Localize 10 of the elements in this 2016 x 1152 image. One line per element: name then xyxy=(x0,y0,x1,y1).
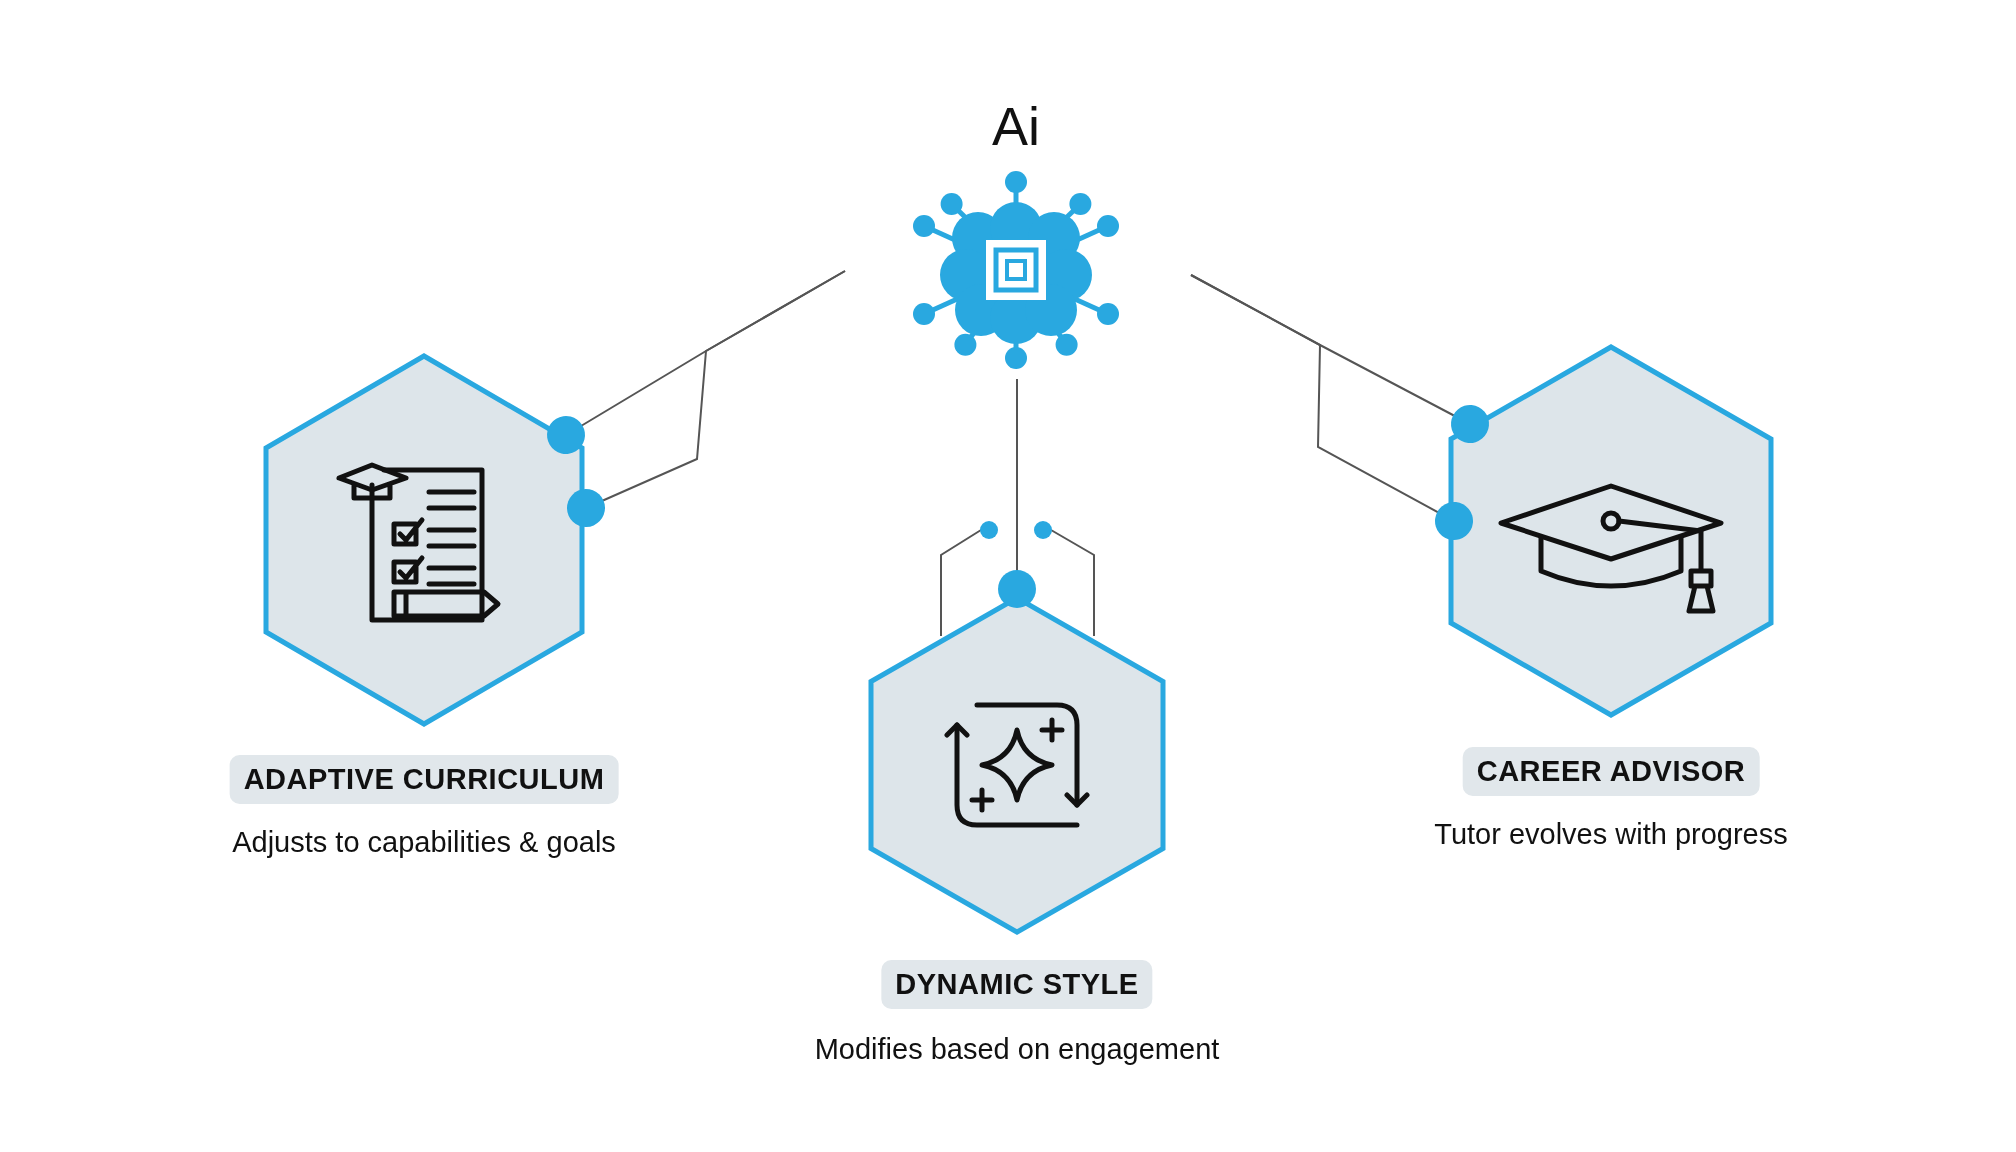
ai-heading: Ai xyxy=(992,95,1040,157)
connector-line xyxy=(1190,274,1473,540)
connector-line xyxy=(998,378,1036,608)
description-text: Modifies based on engagement xyxy=(814,1033,1220,1066)
heading-label: ADAPTIVE CURRICULUM xyxy=(229,755,619,804)
heading-label: CAREER ADVISOR xyxy=(1462,747,1760,796)
connector-line xyxy=(567,270,846,527)
heading-label: DYNAMIC STYLE xyxy=(881,960,1153,1009)
description-text: Adjusts to capabilities & goals xyxy=(232,826,616,859)
description-text: Tutor evolves with progress xyxy=(1434,818,1788,851)
